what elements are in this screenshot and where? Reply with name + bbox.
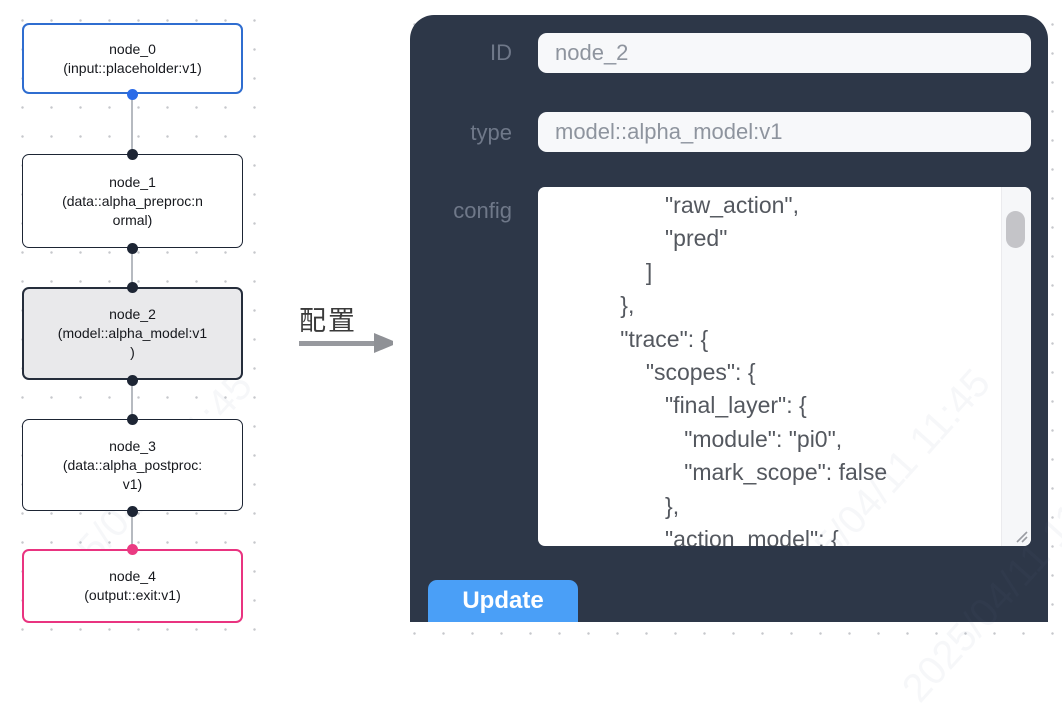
transfer-arrow-head-icon	[374, 333, 398, 353]
flow-node-node_1[interactable]: node_1 (data::alpha_preproc:n ormal)	[22, 154, 243, 248]
port-dot-node3-in[interactable]	[127, 414, 138, 425]
node-type-label: v1)	[122, 475, 143, 492]
flow-node-node_4[interactable]: node_4 (output::exit:v1)	[22, 549, 243, 623]
port-dot-node4-in[interactable]	[127, 544, 138, 555]
resize-handle-icon[interactable]	[1011, 526, 1029, 544]
config-textarea[interactable]: "raw_action", "pred" ] }, "trace": { "sc…	[538, 187, 1031, 546]
flow-node-node_2-selected[interactable]: node_2 (model::alpha_model:v1 )	[22, 287, 243, 380]
config-json-text: "raw_action", "pred" ] }, "trace": { "sc…	[620, 192, 888, 546]
port-dot-node0-out[interactable]	[127, 89, 138, 100]
id-field-label: ID	[490, 40, 512, 65]
node-id-label: node_2	[109, 306, 156, 322]
node-type-label: (input::placeholder:v1)	[63, 59, 202, 76]
node-type-label: (data::alpha_postproc:	[62, 456, 203, 473]
node-type-label: ormal)	[112, 211, 153, 228]
id-input[interactable]	[538, 33, 1031, 73]
port-dot-node3-out[interactable]	[127, 506, 138, 517]
edge-node1-node2	[131, 248, 133, 287]
port-dot-node1-in[interactable]	[127, 149, 138, 160]
node-type-label: (data::alpha_preproc:n	[62, 192, 203, 209]
scrollbar-thumb[interactable]	[1006, 211, 1025, 248]
edge-node0-node1	[131, 94, 133, 154]
type-input[interactable]	[538, 112, 1031, 152]
config-field-label: config	[453, 198, 512, 223]
edge-node2-node3	[131, 380, 133, 419]
node-type-label: (output::exit:v1)	[84, 587, 181, 603]
flow-node-node_0[interactable]: node_0 (input::placeholder:v1)	[22, 23, 243, 94]
flow-canvas[interactable]: 2025/04/11 11:45 node_0 (input::placehol…	[0, 0, 281, 643]
flow-node-node_3[interactable]: node_3 (data::alpha_postproc: v1)	[22, 419, 243, 511]
node-id-label: node_1	[109, 173, 156, 190]
node-type-label: )	[130, 344, 135, 360]
transfer-arrow	[299, 341, 376, 346]
node-type-label: (model::alpha_model:v1	[57, 325, 208, 341]
port-dot-node1-out[interactable]	[127, 243, 138, 254]
edge-node3-node4	[131, 511, 133, 549]
update-button[interactable]: Update	[428, 580, 578, 622]
transfer-label: 配置	[299, 306, 357, 336]
scrollbar-track[interactable]	[1001, 187, 1031, 546]
port-dot-node2-out[interactable]	[127, 375, 138, 386]
node-id-label: node_0	[109, 40, 156, 57]
node-id-label: node_3	[109, 437, 156, 454]
node-id-label: node_4	[109, 568, 156, 584]
type-field-label: type	[470, 120, 512, 145]
port-dot-node2-in[interactable]	[127, 282, 138, 293]
